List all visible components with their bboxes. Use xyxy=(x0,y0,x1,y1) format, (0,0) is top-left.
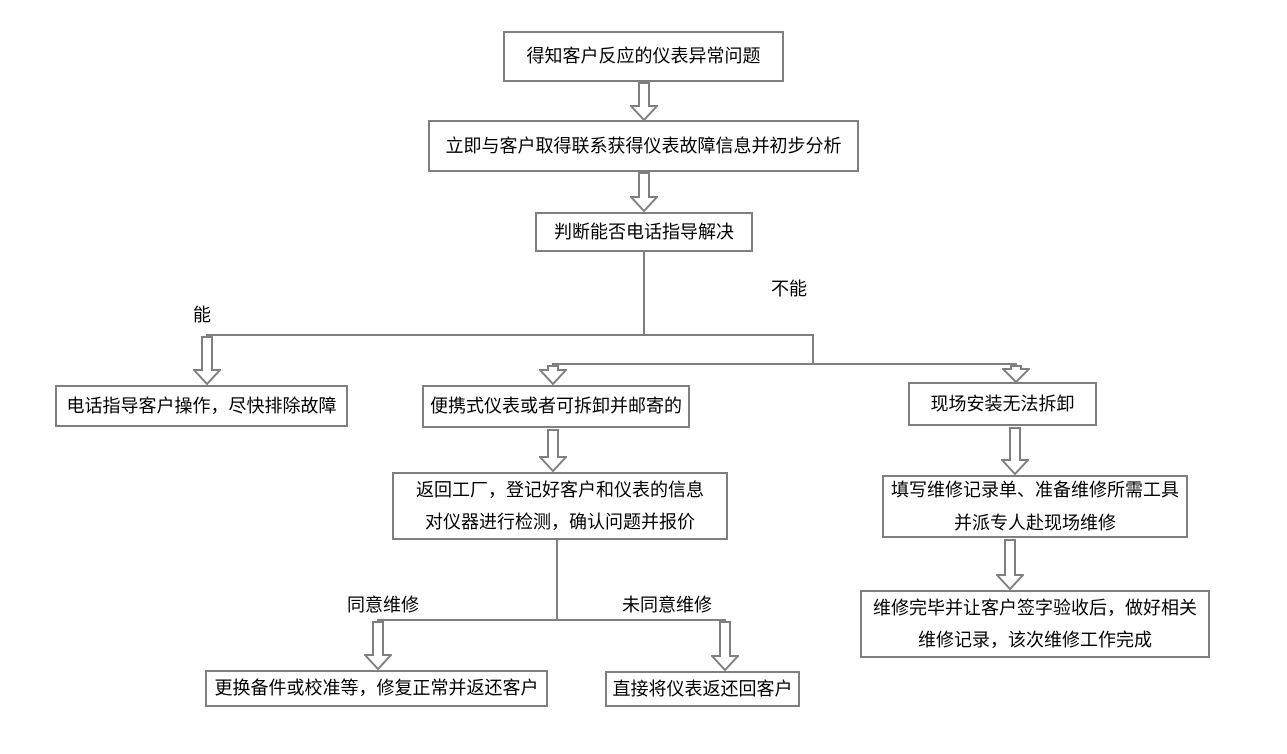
node-onsite-installed: 现场安装无法拆卸 xyxy=(908,382,1097,426)
arrow-problem-to-contact-down-icon xyxy=(630,82,658,121)
node-judge-phone-solve: 判断能否电话指导解决 xyxy=(535,212,753,252)
node-phone-guide: 电话指导客户操作，尽快排除故障 xyxy=(55,385,348,427)
arrow-record-to-complete-down-icon xyxy=(996,539,1024,590)
edge-label-agree: 同意维修 xyxy=(347,595,419,615)
node-contact-customer: 立即与客户取得联系获得仪表故障信息并初步分析 xyxy=(428,120,859,172)
line-branch-bottom xyxy=(552,363,1017,365)
arrow-portable-to-factory-down-icon xyxy=(539,429,567,472)
edge-label-can: 能 xyxy=(193,305,211,325)
node-return-factory: 返回工厂，登记好客户和仪表的信息 对仪器进行检测，确认问题并报价 xyxy=(392,472,728,540)
line-judge-down xyxy=(643,251,645,336)
node-repair-complete: 维修完毕并让客户签字验收后，做好相关 维修记录，该次维修工作完成 xyxy=(860,590,1210,658)
edge-label-cannot: 不能 xyxy=(771,279,807,299)
node-direct-return: 直接将仪表返还回客户 xyxy=(605,671,800,707)
arrow-to-portable-down-icon xyxy=(539,365,567,385)
arrow-contact-to-judge-down-icon xyxy=(630,172,658,212)
node-portable-instrument: 便携式仪表或者可拆卸并邮寄的 xyxy=(422,385,690,428)
line-branch-step xyxy=(812,334,814,365)
arrow-onsite-to-record-down-icon xyxy=(1001,427,1029,475)
arrow-can-to-phone-guide-down-icon xyxy=(193,336,221,385)
arrow-to-onsite-down-icon xyxy=(1002,365,1030,383)
arrow-agree-to-replace-down-icon xyxy=(364,621,392,670)
edge-label-disagree: 未同意维修 xyxy=(622,595,712,615)
node-problem-reported: 得知客户反应的仪表异常问题 xyxy=(503,31,784,82)
node-fill-record: 填写维修记录单、准备维修所需工具 并派专人赴现场维修 xyxy=(882,475,1188,538)
arrow-disagree-to-return-down-icon xyxy=(711,621,739,671)
node-replace-parts: 更换备件或校准等，修复正常并返还客户 xyxy=(205,670,548,707)
line-decision-bottom xyxy=(377,619,726,621)
line-branch-top xyxy=(206,334,814,336)
line-factory-down xyxy=(556,540,558,621)
